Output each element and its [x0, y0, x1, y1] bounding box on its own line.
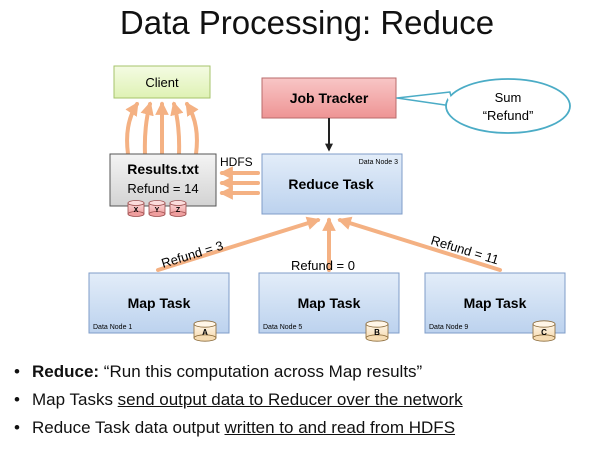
map-task-node-3: Map Task Data Node 9 C — [424, 272, 566, 342]
disk-b-label: B — [374, 328, 380, 337]
reduce-diagram: Client Job Tracker Sum “Refund” Results.… — [88, 65, 571, 342]
disk-y-label: Y — [155, 207, 160, 214]
bullet-2-text: Map Tasks — [32, 390, 118, 409]
reduce-data-node-label: Data Node 3 — [359, 159, 398, 166]
callout-line-2: “Refund” — [483, 108, 534, 123]
bullet-dot-icon: • — [14, 418, 20, 437]
refund-label-2: Refund = 0 — [291, 258, 355, 273]
client-node: Client — [113, 65, 211, 99]
client-label: Client — [145, 75, 179, 90]
disk-a-label: A — [202, 328, 208, 337]
map-to-reduce-arrows — [156, 216, 502, 272]
client-arrow-5 — [185, 101, 199, 156]
bullet-dot-icon: • — [14, 390, 20, 409]
results-to-client-arrows — [125, 101, 199, 156]
bullet-2-underline: send output data to Reducer over the net… — [117, 390, 463, 409]
map-task-label-1: Map Task — [128, 295, 191, 311]
disk-y-icon: Y — [148, 200, 166, 217]
disk-z-icon: Z — [169, 200, 187, 217]
map-data-node-label-3: Data Node 9 — [429, 324, 468, 331]
bullet-dot-icon: • — [14, 362, 20, 381]
bullet-3-underline: written to and read from HDFS — [224, 418, 456, 437]
bullet-reduce: • Reduce: “Run this computation across Ma… — [14, 358, 612, 386]
map-arrow-1 — [156, 216, 321, 272]
map-data-node-label-1: Data Node 1 — [93, 324, 132, 331]
disk-c-icon: C — [532, 320, 556, 342]
map-arrow-3 — [337, 216, 502, 272]
results-title: Results.txt — [127, 161, 199, 177]
disk-z-label: Z — [176, 207, 181, 214]
bullet-1-bold: Reduce: — [32, 362, 100, 381]
callout-line-1: Sum — [495, 90, 522, 105]
disk-x-icon: X — [127, 200, 145, 217]
bullet-map-tasks: • Map Tasks send output data to Reducer o… — [14, 386, 612, 414]
hdfs-label: HDFS — [220, 155, 253, 169]
client-arrow-2 — [140, 101, 154, 156]
sum-refund-callout: Sum “Refund” — [396, 78, 571, 134]
map-task-label-3: Map Task — [464, 295, 527, 311]
hdfs-arrows — [219, 166, 260, 200]
results-file-node: Results.txt Refund = 14 — [109, 153, 217, 207]
refund-label-3: Refund = 11 — [429, 233, 501, 268]
results-value: Refund = 14 — [127, 181, 198, 196]
bullet-1-text: “Run this computation across Map results… — [99, 362, 423, 381]
reduce-task-label: Reduce Task — [288, 176, 374, 192]
reduce-task-node: Data Node 3 Reduce Task — [261, 153, 403, 215]
disk-a-icon: A — [193, 320, 217, 342]
map-data-node-label-2: Data Node 5 — [263, 324, 302, 331]
disk-b-icon: B — [365, 320, 389, 342]
client-arrow-1 — [125, 101, 139, 156]
client-arrow-4 — [170, 101, 184, 156]
job-tracker-node: Job Tracker — [261, 77, 397, 119]
map-task-label-2: Map Task — [298, 295, 361, 311]
disk-x-label: X — [134, 207, 139, 214]
bullet-3-text: Reduce Task data output — [32, 418, 225, 437]
map-task-node-2: Map Task Data Node 5 B — [258, 272, 400, 342]
job-tracker-label: Job Tracker — [290, 90, 369, 106]
bullet-reduce-output: • Reduce Task data output written to and … — [14, 414, 612, 442]
refund-label-1: Refund = 3 — [159, 238, 225, 271]
page-title: Data Processing: Reduce — [119, 4, 495, 41]
bullet-list: • Reduce: “Run this computation across Ma… — [14, 358, 612, 442]
disk-c-label: C — [541, 328, 547, 337]
map-task-node-1: Map Task Data Node 1 A — [88, 272, 230, 342]
result-disks: X Y Z — [127, 200, 187, 217]
